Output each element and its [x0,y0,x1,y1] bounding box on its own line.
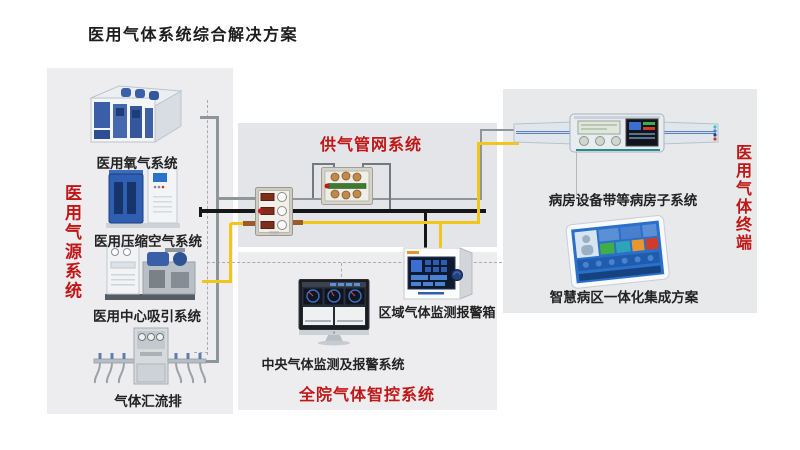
bed-head-unit-image [513,113,719,153]
gas-manifold-image [93,327,207,385]
pipe-black-supply [291,209,486,213]
copper-stub-left [243,221,257,226]
compressed-air-label: 医用压缩空气系统 [94,234,202,250]
supply-network-title: 供气管网系统 [319,135,423,154]
page-title: 医用气体系统综合解决方案 [88,25,299,44]
central-suction-system-image [105,243,196,300]
central-monitor-label: 中央气体监测及报警系统 [261,358,405,373]
pipe-yellow-suction-v [229,223,232,283]
ward-subsystem-label: 病房设备带等病房子系统 [548,193,698,209]
terminal-panel-vertical-title: 医用气体终端 [733,144,752,252]
pipe-yellow-alarm-drop [439,224,442,250]
central-suction-label: 医用中心吸引系统 [93,309,201,325]
valve-box-image [255,187,293,236]
pipe-valvebox-in [219,197,257,200]
pipe-manifold-link [203,360,219,363]
pipe-yellow-suction-h [202,280,232,283]
bedunit-drop-cable [576,152,577,196]
pipe-main-trunk [216,116,219,363]
pressure-station-box-image [321,167,373,205]
gas-control-title: 全院气体智控系统 [298,385,436,404]
signal-line-horizontal [207,262,502,263]
pipe-yellow-supply [291,221,480,224]
central-monitor-image [298,279,370,346]
pipe-yellow-to-bedunit [479,142,519,145]
source-panel-vertical-title: 医用气源系统 [61,184,81,301]
compressed-air-system-image [106,167,180,228]
oxygen-system-image [89,85,183,143]
regional-alarm-label: 区域气体监测报警箱 [378,306,496,321]
pipe-oxygen-out [200,116,219,119]
pipe-yellow-riser [477,142,480,224]
bridge-left-riser [312,164,314,198]
smart-ward-tablet-image [565,215,670,289]
pipe-black-alarm-drop [424,212,427,250]
pipe-gray-to-bedunit [482,129,519,131]
signal-line-monitor-drop [341,263,342,288]
signal-line-manifold-tail [194,352,208,353]
bridge-right-top [362,163,390,165]
gas-manifold-label: 气体汇流排 [114,394,182,410]
oxygen-system-label: 医用氧气系统 [96,156,178,172]
pipe-black-left [201,209,259,213]
smart-ward-label: 智慧病区一体化集成方案 [549,290,699,306]
pipe-gray-riser [480,129,482,200]
regional-alarm-box-image [403,247,473,300]
bridge-left-top [312,163,334,165]
copper-stub-right [291,220,303,225]
pipe-supply-gray [291,198,481,200]
signal-line-vertical [207,100,208,355]
pipe-black-cap [199,207,202,217]
bridge-right-drop [389,163,391,211]
